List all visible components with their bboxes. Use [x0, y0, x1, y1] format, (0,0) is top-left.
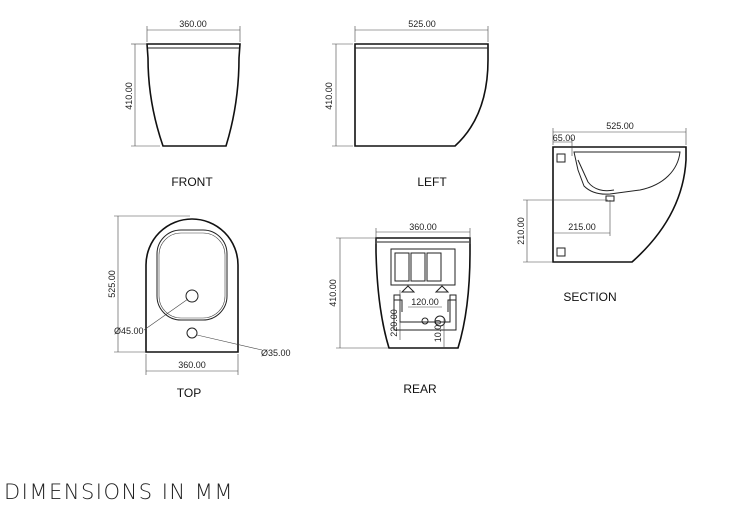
section-label: SECTION	[563, 290, 616, 304]
top-length-dim: 525.00	[107, 270, 117, 298]
left-width-dim: 525.00	[408, 19, 436, 29]
left-outline	[354, 43, 489, 147]
front-outline	[146, 43, 241, 147]
dimensions-caption: DIMENSIONS IN MM	[4, 480, 235, 504]
top-hole-small-dim: Ø35.00	[261, 348, 291, 358]
top-hole-large	[185, 289, 199, 303]
rear-bracket-width-dim: 120.00	[411, 297, 439, 307]
front-view: 360.00 410.00 FRONT	[124, 19, 241, 189]
section-bowl	[573, 151, 681, 195]
rear-bracket-height-dim: 220.00	[389, 309, 399, 337]
rear-label: REAR	[403, 382, 437, 396]
left-label: LEFT	[417, 175, 447, 189]
top-label: TOP	[177, 386, 201, 400]
top-width-dim: 360.00	[178, 360, 206, 370]
front-height-dim: 410.00	[124, 82, 134, 110]
rear-outline	[375, 237, 471, 349]
top-hole-large-dim: Ø45.00	[114, 326, 144, 336]
rear-width-dim: 360.00	[409, 222, 437, 232]
front-width-dim: 360.00	[179, 19, 207, 29]
top-bowl	[156, 229, 228, 321]
section-offset-dim: 65.00	[553, 133, 576, 143]
top-outline	[145, 218, 239, 353]
top-hole-small	[186, 327, 198, 339]
rear-view: 360.00 410.00 120.00 220.00 10.00 REAR	[328, 222, 471, 396]
left-view: 525.00 410.00 LEFT	[324, 19, 489, 189]
section-view: 525.00 65.00 215.00 210.00 SECTION	[516, 121, 687, 304]
left-height-dim: 410.00	[324, 82, 334, 110]
section-width-dim: 525.00	[606, 121, 634, 131]
rear-outlet-height-dim: 10.00	[433, 320, 443, 343]
front-label: FRONT	[171, 175, 213, 189]
top-view: 525.00 360.00 Ø45.00 Ø35.00 TOP	[107, 215, 291, 400]
section-depth-dim: 215.00	[568, 222, 596, 232]
section-height-dim: 210.00	[516, 217, 526, 245]
section-outline	[552, 146, 687, 263]
rear-height-dim: 410.00	[328, 279, 338, 307]
